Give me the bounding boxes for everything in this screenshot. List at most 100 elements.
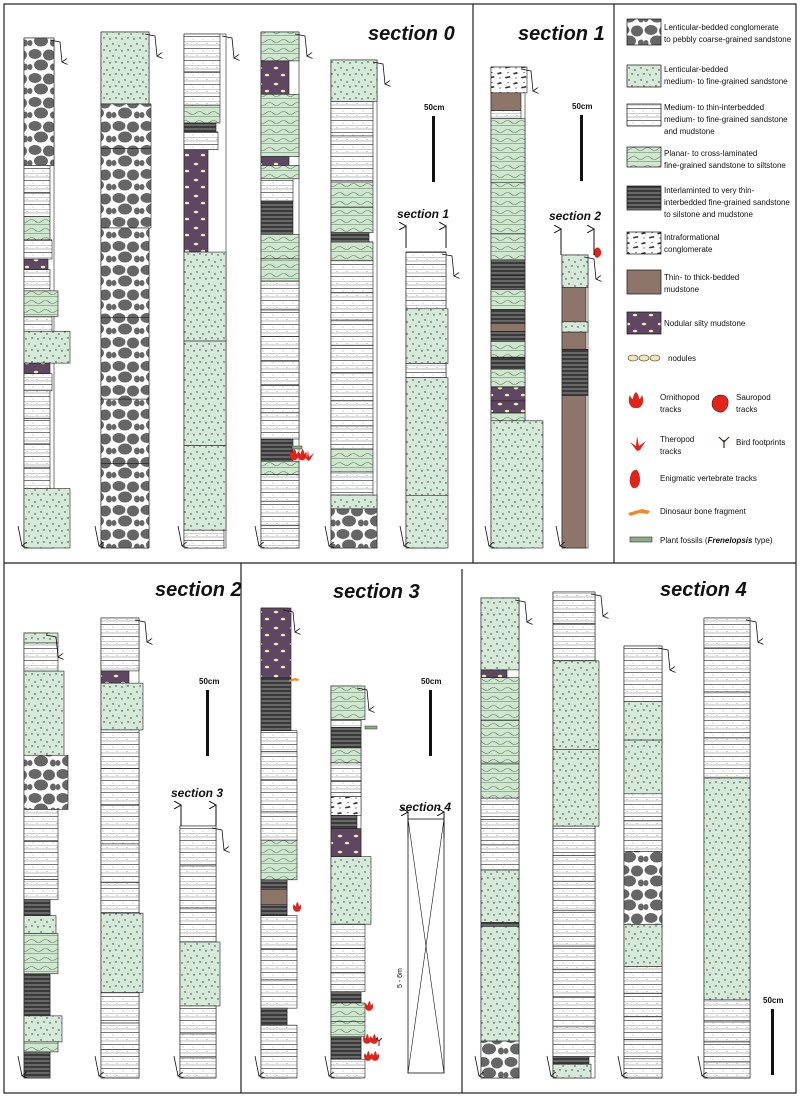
legend-text: type)	[752, 536, 772, 545]
bed-interbedded	[330, 425, 374, 450]
bed-interbedded	[330, 372, 374, 401]
bed-interbedded	[623, 793, 663, 822]
continuation-section-3: section 3	[171, 786, 223, 826]
legend-item-enigmatic: Enigmatic vertebrate tracks	[629, 469, 757, 489]
bed-interbedded	[179, 825, 217, 867]
bed-interbedded	[23, 165, 51, 194]
scale-bar-section-0: 50cm	[424, 103, 444, 182]
legend-item-bird: Bird footprints	[718, 436, 785, 448]
bed-sandstone	[623, 701, 663, 741]
bed-planar	[330, 207, 374, 233]
bed-interbedded	[552, 855, 596, 882]
bed-interlaminated	[330, 232, 370, 243]
continuation-label: section 1	[397, 207, 449, 221]
legend-text: medium- to fine-grained sandstone	[664, 77, 788, 86]
bed-planar	[330, 448, 374, 473]
bed-interbedded	[23, 373, 53, 392]
scale-label: 50cm	[424, 103, 444, 112]
bed-nodular	[100, 670, 130, 684]
legend-text: Plant fossils (	[660, 536, 708, 545]
legend-text: fine-grained sandstone to siltstone	[664, 161, 786, 170]
bed-interbedded	[23, 642, 59, 672]
bed-nodular	[490, 386, 526, 402]
bird-footprint-icon	[375, 1037, 383, 1046]
bed-nodular	[490, 400, 526, 414]
bed-planar	[480, 720, 520, 764]
bed-interbedded	[260, 178, 294, 202]
legend-text: Bird footprints	[736, 438, 785, 447]
bed-interbedded	[490, 110, 522, 119]
top-direction-arrow	[294, 33, 307, 56]
bed-interbedded	[100, 804, 140, 845]
bed-planar	[490, 340, 526, 358]
bed-conglomerate	[100, 316, 150, 400]
bed-sandstone	[405, 377, 449, 496]
bed-planar	[260, 31, 300, 62]
continuation-section-2: section 2	[549, 209, 601, 255]
scale-label: 50cm	[572, 102, 592, 111]
legend-item-interlaminated: Interlaminted to very thin- interbedded …	[626, 185, 790, 219]
bed-conglomerate	[330, 508, 378, 549]
column-12	[254, 607, 298, 1078]
bed-interbedded	[330, 719, 362, 728]
legend-item-interbedded: Medium- to thin-interbedded medium- to f…	[626, 103, 788, 136]
bed-conglomerate	[100, 148, 152, 229]
legend-text: nodules	[668, 354, 696, 363]
bed-sandstone	[23, 488, 71, 549]
legend-text: Medium- to thin-interbedded	[664, 103, 764, 112]
bed-interbedded	[100, 617, 140, 672]
plant-fossil-icon	[364, 725, 378, 730]
bed-conglomerate	[100, 463, 150, 549]
bed-nodular	[330, 828, 362, 857]
column-17	[697, 617, 758, 1079]
top-direction-arrow	[144, 33, 157, 56]
bed-sandstone	[552, 660, 600, 750]
column-9	[17, 632, 69, 1078]
bed-planar	[23, 1041, 59, 1053]
section-0-title: section 0	[368, 23, 455, 45]
bed-sandstone	[100, 682, 144, 731]
top-direction-arrow	[282, 609, 295, 632]
bed-interbedded	[330, 923, 366, 949]
bed-intraformational	[490, 66, 528, 94]
legend-text: Plant fossils (Frenelopsis type)	[660, 536, 773, 545]
bed-interbedded	[330, 948, 366, 974]
bed-interbedded	[703, 1061, 751, 1079]
section-4-title: section 4	[660, 579, 747, 601]
bed-interbedded	[183, 529, 225, 549]
bed-planar	[480, 762, 520, 799]
bed-mudstone	[260, 888, 288, 905]
bed-planar	[330, 685, 366, 721]
bed-interlaminated	[480, 922, 520, 927]
legend-text: Enigmatic vertebrate tracks	[660, 474, 757, 483]
sauropod-track-icon	[711, 394, 729, 413]
bed-sandstone	[100, 912, 144, 993]
bed-interbedded	[552, 910, 596, 947]
ornithopod-track-icon	[370, 1034, 379, 1044]
bed-planar	[490, 412, 526, 422]
scale-label: 50cm	[763, 996, 783, 1005]
legend-item-sauropod: Sauropod tracks	[711, 393, 771, 414]
bed-planar	[260, 258, 300, 282]
bed-planar	[480, 677, 520, 721]
bed-interbedded	[23, 390, 51, 419]
legend-text: conglomerate	[664, 245, 713, 254]
top-direction-arrow	[590, 593, 603, 616]
legend-text: tracks	[736, 405, 757, 414]
bed-intraformational	[330, 796, 362, 816]
column-15	[546, 591, 603, 1078]
legend-text: to pebbly coarse-grained sandstone	[664, 35, 792, 44]
bed-interbedded	[480, 797, 520, 820]
bed-interbedded	[703, 999, 751, 1023]
bed-interlaminated	[490, 275, 526, 290]
bed-sandstone	[480, 597, 520, 671]
bed-interbedded	[703, 1041, 751, 1063]
bed-interbedded	[330, 292, 374, 321]
enigmatic-track-icon	[593, 247, 602, 258]
scale-label: 50cm	[199, 677, 219, 686]
bottom-direction-arrow	[94, 525, 99, 546]
bed-interbedded	[260, 915, 298, 950]
top-direction-arrow	[441, 253, 454, 276]
plant-fossil-icon	[629, 536, 653, 543]
bed-interbedded	[260, 280, 300, 311]
